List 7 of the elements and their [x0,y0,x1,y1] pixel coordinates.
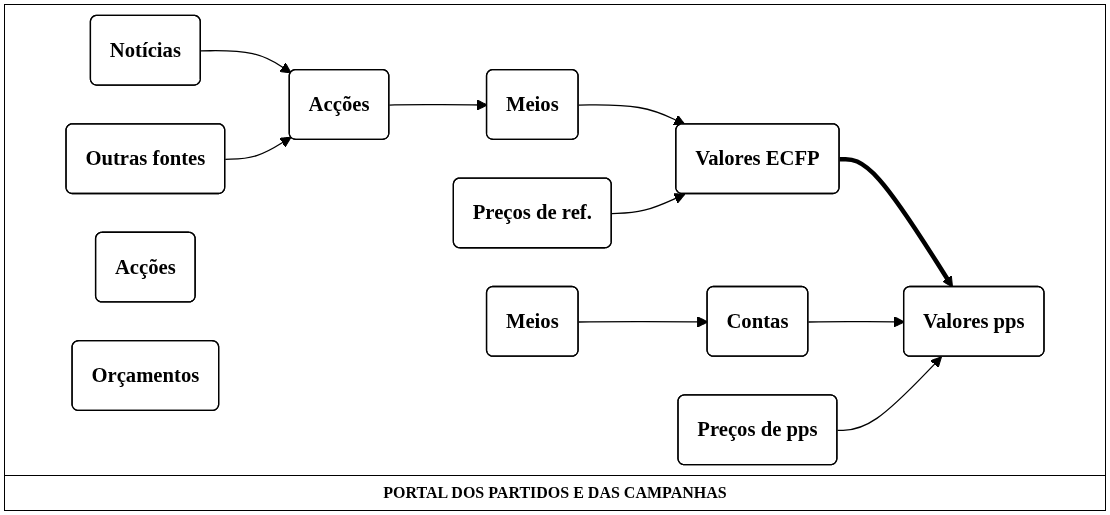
arrow [611,193,686,215]
arrow [836,356,943,432]
arrow [200,50,292,74]
arrow [839,156,953,288]
arrow [224,136,292,160]
caption: PORTAL DOS PARTIDOS E DAS CAMPANHAS [5,475,1105,510]
arrow [578,104,686,126]
